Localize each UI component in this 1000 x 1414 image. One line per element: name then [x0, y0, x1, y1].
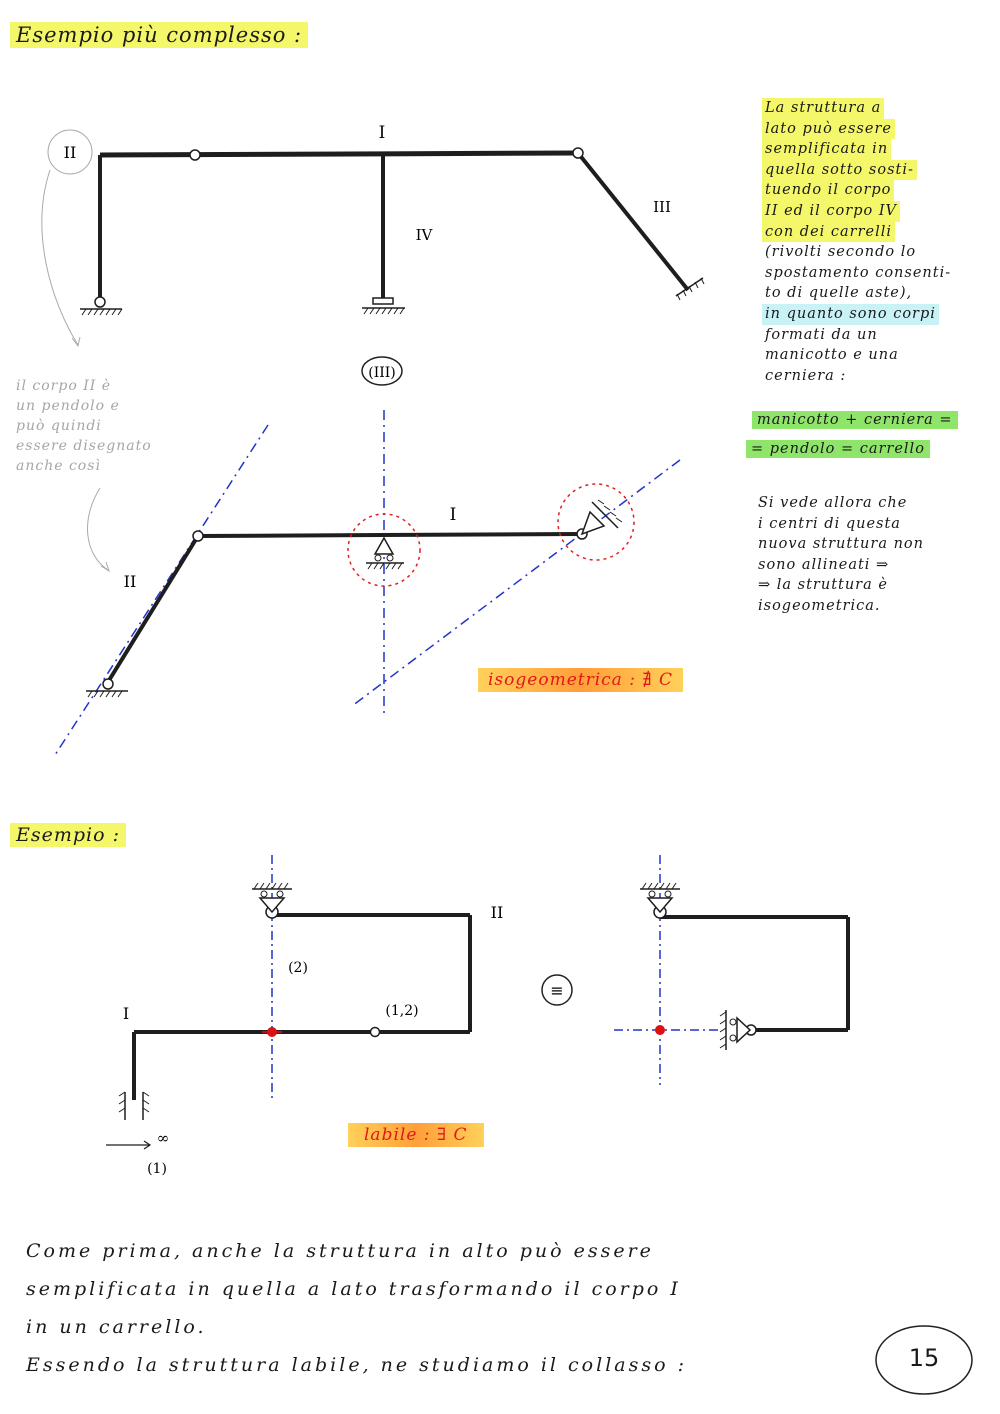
center-label-1-2: (1,2) — [385, 1003, 418, 1019]
label-ring-II — [47, 129, 93, 175]
diagram3-label-I: I — [123, 1004, 129, 1023]
side-note: La struttura a lato può essere semplific… — [762, 98, 1000, 386]
bottom-line: Come prima, anche la struttura in alto p… — [26, 1240, 654, 1262]
side-note-line: to di quelle aste), — [765, 285, 913, 302]
conclusion-line: ⇒ la struttura è — [758, 577, 888, 594]
diagram1-label-II: II — [64, 143, 77, 162]
grey-note: il corpo II è un pendolo e può quindi es… — [16, 376, 206, 476]
center-label-1: (1) — [147, 1161, 167, 1177]
page-heading-second: Esempio : — [10, 823, 126, 847]
equiv-circle-text: ≡ — [550, 981, 563, 1000]
diagram-equivalent — [614, 855, 850, 1085]
page-number: 15 — [908, 1344, 940, 1372]
side-note-line: in quanto sono corpi — [762, 303, 939, 325]
diagram1-label-I: I — [379, 123, 386, 143]
grey-note-line: il corpo II è — [16, 378, 112, 394]
grey-note-line: può quindi — [16, 418, 102, 434]
equiv-circle — [541, 974, 573, 1006]
side-note-line: manicotto e una — [765, 347, 899, 364]
diagram1-label-III: III — [653, 198, 671, 216]
side-note-line: spostamento consenti- — [765, 264, 952, 281]
conclusion-line: sono allineati ⇒ — [758, 556, 890, 573]
bottom-line: semplificata in quella a lato trasforman… — [26, 1278, 681, 1300]
grey-note-line: un pendolo e — [16, 398, 120, 414]
conclusion-line: Si vede allora che — [758, 495, 908, 511]
side-note-line: semplificata in — [762, 139, 892, 160]
side-note-line: (rivolti secondo lo — [765, 244, 917, 261]
diagram1-label-IV: IV — [416, 226, 434, 244]
center-label-2: (2) — [288, 960, 308, 976]
page-number-ring — [875, 1325, 973, 1395]
side-note-line: II ed il corpo IV — [762, 200, 901, 222]
conclusion-line: nuova struttura non — [758, 536, 924, 553]
grey-note-line: anche così — [16, 458, 101, 474]
equivalence-symbol — [361, 356, 403, 386]
isogeometrica-tag: isogeometrica : ∄ C — [478, 668, 683, 692]
bottom-paragraph: Come prima, anche la struttura in alto p… — [26, 1232, 926, 1384]
side-note-line: quella sotto sosti- — [762, 159, 917, 181]
equation-line-1: manicotto + cerniera = — [752, 411, 958, 429]
side-note-line: lato può essere — [762, 118, 895, 140]
equivalence-symbol-text: (III) — [368, 365, 396, 381]
grey-note-line: essere disegnato — [16, 438, 152, 454]
equation-line-2: = pendolo = carrello — [746, 440, 930, 458]
diagram2-label-II: II — [124, 572, 137, 591]
side-note-line: cerniera : — [765, 367, 847, 384]
labile-tag: labile : ∃ C — [348, 1123, 484, 1147]
infinity-symbol: ∞ — [157, 1129, 170, 1147]
conclusion-note: Si vede allora che i centri di questa nu… — [758, 493, 996, 617]
note-arrow-2 — [87, 487, 109, 571]
diagram3-label-II: II — [491, 903, 504, 922]
note-arrow-1 — [41, 169, 79, 346]
page-heading-top: Esempio più complesso : — [10, 22, 309, 48]
side-note-line: con dei carrelli — [762, 221, 896, 243]
bottom-line: Essendo la struttura labile, ne studiamo… — [26, 1354, 687, 1376]
diagram-labile — [106, 855, 472, 1150]
bottom-line: in un carrello. — [26, 1316, 207, 1338]
conclusion-line: i centri di questa — [758, 515, 901, 532]
diagram-original-frame — [80, 147, 705, 316]
diagram-simplified — [54, 410, 681, 756]
side-note-line: formati da un — [765, 326, 878, 343]
diagram2-label-I: I — [450, 505, 457, 525]
conclusion-line: isogeometrica. — [758, 597, 881, 614]
side-note-line: La struttura a — [762, 98, 885, 119]
side-note-line: tuendo il corpo — [762, 180, 895, 201]
